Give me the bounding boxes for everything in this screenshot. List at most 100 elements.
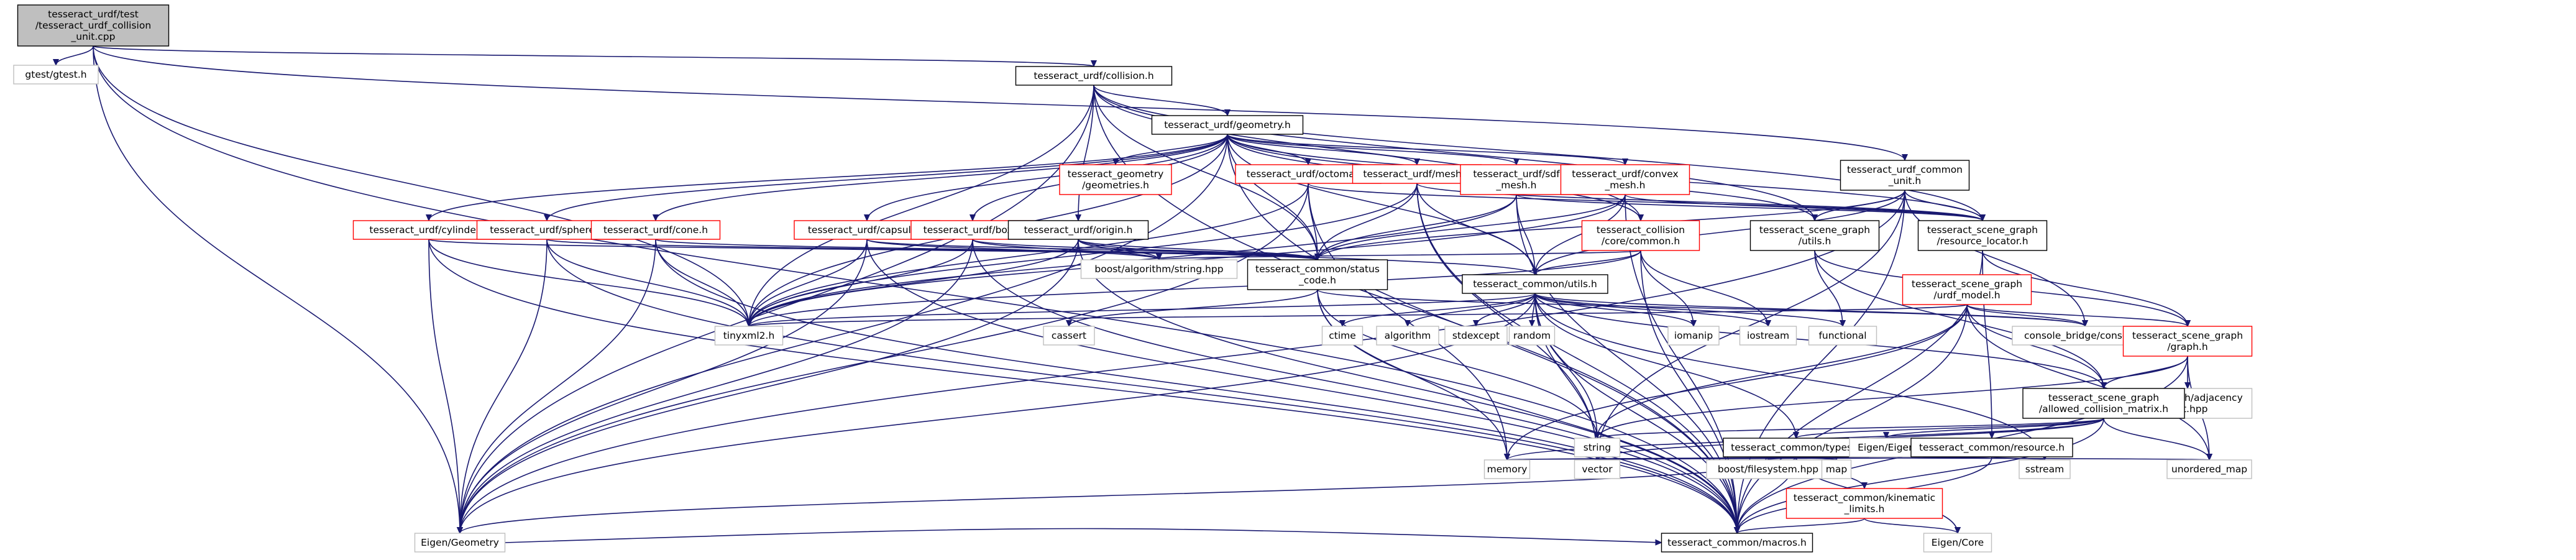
node-iostream[interactable]: iostream — [1739, 326, 1797, 346]
edge-cone-to-eigen-geometry — [460, 239, 656, 533]
node-box — [714, 326, 784, 346]
node-box — [1059, 164, 1172, 195]
edge-root-to-collision — [93, 45, 1094, 67]
edge-origin-to-tinyxml2 — [749, 239, 1079, 326]
edge-urdf-model-to-tinyxml2 — [749, 304, 1968, 326]
node-box — [1917, 220, 2048, 251]
edge-common-utils-to-tinyxml2 — [749, 293, 1536, 326]
node-convex-mesh[interactable]: tesseract_urdf/convex_mesh.h — [1560, 164, 1690, 195]
node-label-line: /urdf_model.h — [1933, 290, 2000, 301]
node-urdf-common-unit[interactable]: tesseract_urdf_common_unit.h — [1840, 160, 1970, 191]
edge-box-to-tinyxml2 — [749, 239, 973, 326]
node-random[interactable]: random — [1508, 326, 1556, 346]
edge-common-utils-to-algorithm — [1408, 293, 1536, 326]
edge-origin-to-boost-algorithm — [1078, 239, 1159, 260]
node-common-resource[interactable]: tesseract_common/resource.h — [1910, 438, 2073, 457]
node-kinematic-limits[interactable]: tesseract_common/kinematic_limits.h — [1785, 488, 1943, 519]
node-eigen-geometry[interactable]: Eigen/Geometry — [414, 533, 506, 553]
node-gtest[interactable]: gtest/gtest.h — [13, 65, 99, 85]
node-box — [1043, 326, 1095, 346]
node-label-line: tesseract_urdf/collision.h — [1034, 70, 1153, 82]
node-sg-graph[interactable]: tesseract_scene_graph/graph.h — [2122, 326, 2253, 357]
node-unordered-map[interactable]: unordered_map — [2166, 459, 2252, 479]
edge-root-to-eigen-geometry — [93, 45, 460, 533]
node-console-bridge[interactable]: console_bridge/console.h — [2012, 326, 2158, 346]
edge-sphere-to-tinyxml2 — [546, 239, 749, 326]
node-origin[interactable]: tesseract_urdf/origin.h — [1007, 220, 1149, 240]
edge-collision-to-status-code — [1093, 85, 1318, 260]
node-box — [1574, 438, 1621, 457]
edge-sdf-mesh-to-status-code — [1318, 194, 1517, 260]
node-macros[interactable]: tesseract_common/macros.h — [1661, 533, 1813, 553]
node-urdf-model[interactable]: tesseract_scene_graph/urdf_model.h — [1902, 274, 2032, 305]
node-algorithm[interactable]: algorithm — [1376, 326, 1439, 346]
node-label-line: _mesh.h — [1604, 180, 1645, 191]
edge-common-types-to-unordered-map — [1795, 457, 2209, 460]
edge-collision-common-to-common-utils — [1535, 250, 1641, 275]
node-stdexcept[interactable]: stdexcept — [1444, 326, 1508, 346]
node-box — [1462, 274, 1608, 294]
edge-root-to-urdf-common-unit — [93, 45, 1905, 160]
edge-collision-to-tinyxml2 — [749, 85, 1094, 326]
node-label-line: /tesseract_urdf_collision — [35, 20, 151, 32]
node-box — [1376, 326, 1439, 346]
node-iomanip[interactable]: iomanip — [1667, 326, 1720, 346]
node-sg-geometries[interactable]: tesseract_geometry/geometries.h — [1059, 164, 1172, 195]
edge-box-to-eigen-geometry — [460, 239, 973, 533]
edge-common-utils-to-stdexcept — [1476, 293, 1536, 326]
node-mesh[interactable]: tesseract_urdf/mesh.h — [1352, 164, 1482, 184]
edge-common-utils-to-sstream — [1534, 293, 2045, 460]
node-string[interactable]: string — [1574, 438, 1621, 457]
node-cone[interactable]: tesseract_urdf/cone.h — [590, 220, 721, 240]
edge-common-utils-to-ctime — [1342, 293, 1536, 326]
node-box — [1808, 326, 1877, 346]
edge-sg-utils-to-functional — [1814, 250, 1843, 326]
node-collision[interactable]: tesseract_urdf/collision.h — [1015, 66, 1173, 86]
node-map[interactable]: map — [1821, 459, 1852, 479]
node-label-line: tesseract_urdf/cone.h — [603, 224, 708, 236]
node-collision-common[interactable]: tesseract_collision/core/common.h — [1581, 220, 1700, 251]
node-label-line: tesseract_common/macros.h — [1667, 537, 1807, 549]
edge-urdf-model-to-memory — [1507, 304, 1968, 460]
node-label-line: tesseract_common/resource.h — [1919, 442, 2065, 454]
edge-capsule-to-boost-algorithm — [866, 239, 1159, 260]
edge-convex-mesh-to-sg-resource-locator — [1625, 194, 1982, 221]
node-ctime[interactable]: ctime — [1321, 326, 1364, 346]
edge-urdf-model-to-unordered-map — [1966, 304, 2209, 460]
node-box — [414, 533, 506, 553]
node-label-line: tesseract_common/utils.h — [1473, 278, 1597, 290]
edge-convex-mesh-to-common-utils — [1535, 194, 1626, 275]
node-geometry[interactable]: tesseract_urdf/geometry.h — [1151, 115, 1304, 135]
node-sstream[interactable]: sstream — [2019, 459, 2071, 479]
node-allowed-collision[interactable]: tesseract_scene_graph/allowed_collision_… — [2022, 388, 2185, 419]
node-common-types[interactable]: tesseract_common/types.h — [1723, 438, 1869, 457]
node-functional[interactable]: functional — [1808, 326, 1877, 346]
node-boost-algorithm[interactable]: boost/algorithm/string.hpp — [1080, 259, 1238, 279]
node-root[interactable]: tesseract_urdf/test/tesseract_urdf_colli… — [17, 4, 170, 47]
node-status-code[interactable]: tesseract_common/status_code.h — [1247, 259, 1388, 290]
node-vector[interactable]: vector — [1574, 459, 1621, 479]
node-sdf-mesh[interactable]: tesseract_urdf/sdf_mesh.h — [1460, 164, 1573, 195]
node-tinyxml2[interactable]: tinyxml2.h — [714, 326, 784, 346]
node-sg-utils[interactable]: tesseract_scene_graph/utils.h — [1749, 220, 1880, 251]
edge-urdf-model-to-sg-graph — [1966, 304, 2188, 326]
node-label-line: _code.h — [1298, 275, 1336, 287]
node-label-line: tesseract_urdf/sphere.h — [490, 224, 604, 236]
edge-sphere-to-eigen-geometry — [460, 239, 548, 533]
node-boost-filesystem[interactable]: boost/filesystem.hpp — [1706, 459, 1830, 479]
node-memory[interactable]: memory — [1483, 459, 1531, 479]
edge-collision-common-to-tinyxml2 — [749, 250, 1641, 326]
node-cassert[interactable]: cassert — [1043, 326, 1095, 346]
edge-collision-common-to-iostream — [1640, 250, 1768, 326]
edge-eigen-geometry-to-macros — [505, 528, 1662, 543]
node-eigen-core[interactable]: Eigen/Core — [1923, 533, 1992, 553]
node-label-line: tesseract_urdf/octomap.h — [1247, 168, 1370, 180]
edge-collision-common-to-iomanip — [1640, 250, 1694, 326]
edge-geometry-to-sphere — [547, 134, 1228, 221]
node-common-utils[interactable]: tesseract_common/utils.h — [1462, 274, 1608, 294]
node-box — [1080, 259, 1238, 279]
node-label-line: algorithm — [1385, 330, 1431, 341]
node-label-line: random — [1513, 330, 1551, 341]
node-sg-resource-locator[interactable]: tesseract_scene_graph/resource_locator.h — [1917, 220, 2048, 251]
node-label-line: tesseract_collision — [1597, 224, 1685, 236]
